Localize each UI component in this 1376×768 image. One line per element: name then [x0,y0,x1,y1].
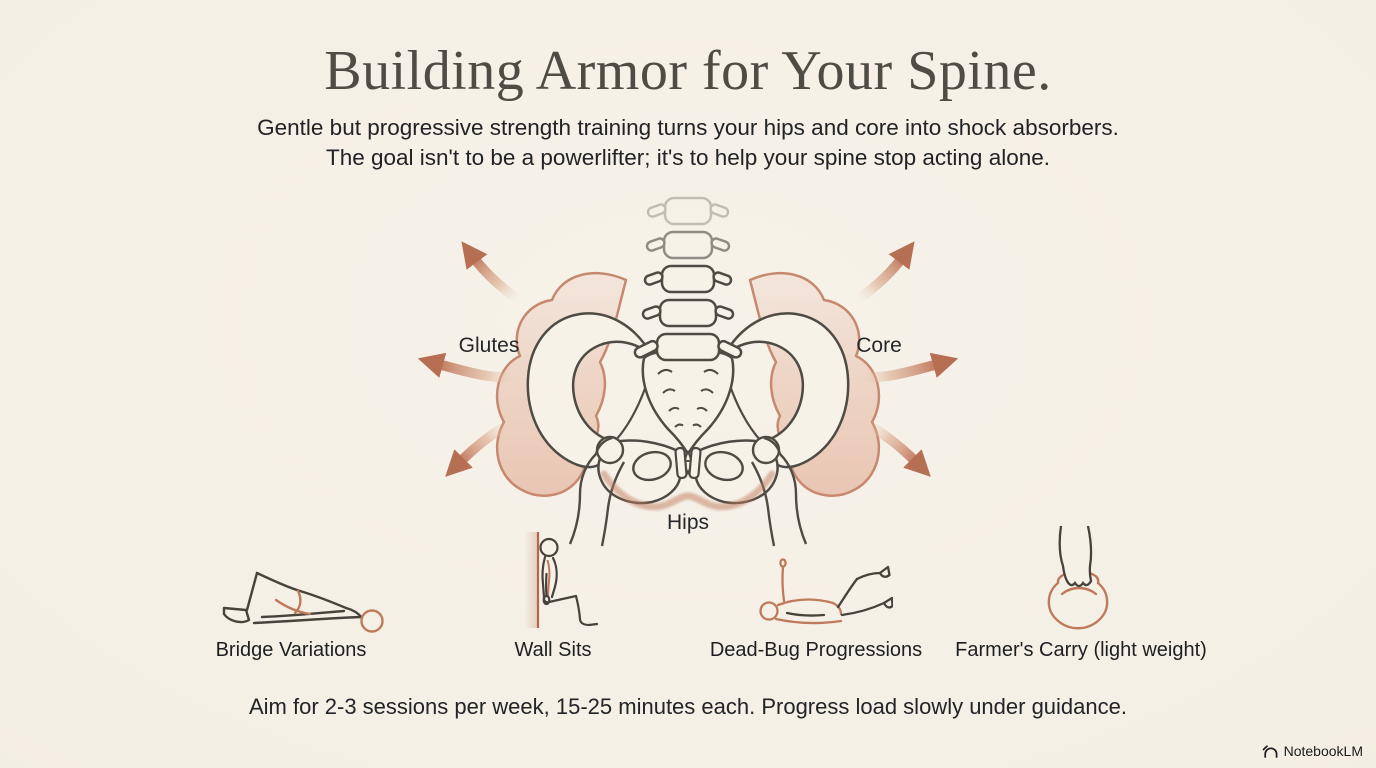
label-glutes: Glutes [458,334,520,357]
subtitle-line-2: The goal isn't to be a powerlifter; it's… [325,145,1050,170]
wall-sit-icon [524,532,599,628]
dead-bug-icon [759,558,893,625]
footer-note: Aim for 2-3 sessions per week, 15-25 min… [248,694,1127,719]
pelvis-spine-illustration [417,196,986,550]
label-core: Core [856,334,902,357]
notebooklm-logo-icon [1262,744,1278,758]
exercise-label-wall-sits: Wall Sits [514,639,592,661]
lumbar-spine [633,196,743,362]
bridge-pose-icon [222,571,384,633]
page-title: Building Armor for Your Spine. [324,40,1052,102]
exercise-label-farmers-carry: Farmer's Carry (light weight) [955,639,1207,661]
kettlebell-icon [1047,526,1109,630]
label-hips: Hips [666,511,710,534]
radiating-arrows-icon [417,241,522,477]
sacrum [641,350,735,456]
pubic-symphysis [674,446,702,480]
watermark: NotebookLM [1262,743,1363,759]
hips-highlight [600,470,776,511]
iliac-wing [526,312,654,469]
hand-fill [1059,526,1092,586]
subtitle-line-1: Gentle but progressive strength training… [257,115,1119,140]
exercise-label-dead-bug: Dead-Bug Progressions [709,639,923,661]
subtitle: Gentle but progressive strength training… [88,113,1288,173]
obturator-foramen [632,450,672,482]
femur-head [595,435,625,465]
watermark-brand: NotebookLM [1283,743,1363,759]
sacral-foramina [657,368,719,428]
wall-shading [524,532,538,628]
exercise-label-bridge: Bridge Variations [215,639,367,661]
